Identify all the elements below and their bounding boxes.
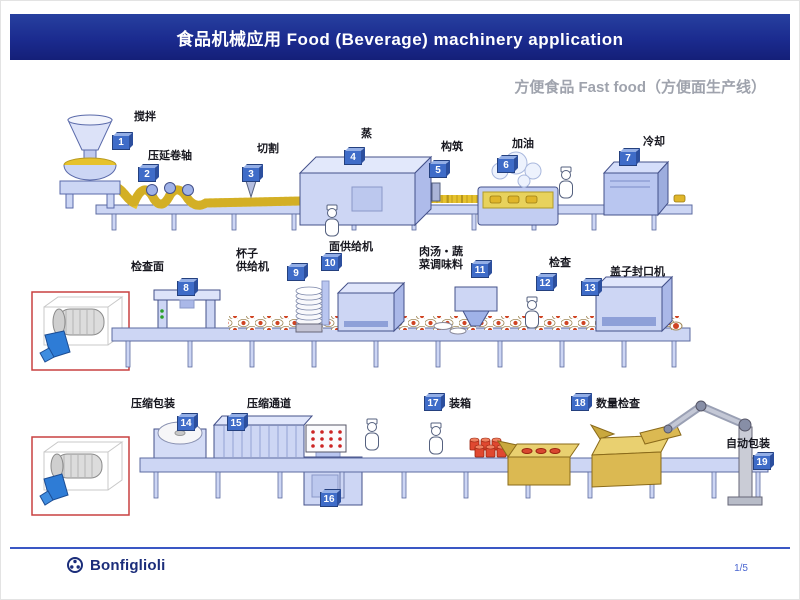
station-badge-10: 10 bbox=[321, 256, 339, 271]
noodle-cake bbox=[673, 194, 686, 203]
fryer-oiling-station bbox=[477, 151, 559, 226]
calender-rollers bbox=[146, 182, 194, 196]
station-badge-4: 4 bbox=[344, 150, 362, 165]
station-label-5: 构筑 bbox=[441, 141, 463, 153]
station-label-18: 数量检查 bbox=[596, 398, 640, 410]
brand-name: Bonfiglioli bbox=[90, 556, 166, 574]
noodle-feeder-machine bbox=[336, 281, 406, 333]
station-badge-7: 7 bbox=[619, 151, 637, 166]
station-label-9: 杯子 供给机 bbox=[236, 248, 269, 273]
station-label-17: 装箱 bbox=[449, 398, 471, 410]
slide-subtitle: 方便食品 Fast food（方便面生产线） bbox=[514, 79, 766, 96]
worker-inspector bbox=[525, 296, 539, 329]
slide-title: 食品机械应用 Food (Beverage) machinery applica… bbox=[176, 29, 624, 49]
station-label-7: 冷却 bbox=[643, 136, 665, 148]
station-badge-9: 9 bbox=[287, 266, 305, 281]
inspection-gantry bbox=[153, 289, 221, 331]
worker-fryer bbox=[559, 166, 573, 199]
control-panel bbox=[305, 424, 347, 462]
mixer-hopper bbox=[59, 114, 121, 209]
station-label-4: 蒸 bbox=[361, 128, 372, 140]
station-badge-12: 12 bbox=[536, 276, 554, 291]
station-badge-16: 16 bbox=[320, 492, 338, 507]
station-badge-5: 5 bbox=[429, 163, 447, 178]
station-badge-6: 6 bbox=[497, 158, 515, 173]
seasoning-dispenser bbox=[433, 286, 498, 335]
page-number: 1/5 bbox=[734, 563, 748, 574]
station-label-1: 搅拌 bbox=[134, 111, 156, 123]
station-badge-17: 17 bbox=[424, 396, 442, 411]
footer-divider bbox=[10, 547, 790, 549]
station-badge-13: 13 bbox=[581, 281, 599, 296]
station-badge-14: 14 bbox=[177, 416, 195, 431]
bonfiglioli-logo: Bonfiglioli bbox=[66, 556, 166, 574]
steamer-machine bbox=[298, 155, 433, 227]
station-label-11: 肉汤・蔬 菜调味料 bbox=[419, 246, 463, 271]
station-badge-19: 19 bbox=[753, 455, 771, 470]
station-badge-15: 15 bbox=[227, 416, 245, 431]
cup-feeder bbox=[295, 280, 330, 333]
station-badge-2: 2 bbox=[138, 167, 156, 182]
conveyor-2 bbox=[111, 327, 691, 368]
carton-open-1 bbox=[496, 440, 580, 486]
robot-arm-packer bbox=[639, 400, 763, 506]
production-line-diagram bbox=[31, 114, 769, 516]
planetary-gear-icon bbox=[67, 557, 83, 573]
station-label-3: 切割 bbox=[257, 143, 279, 155]
station-label-10: 面供给机 bbox=[329, 241, 373, 253]
slide-title-bar: 食品机械应用 Food (Beverage) machinery applica… bbox=[10, 14, 790, 60]
station-badge-8: 8 bbox=[177, 281, 195, 296]
station-label-6: 加油 bbox=[512, 138, 534, 150]
conveyor-3 bbox=[139, 457, 769, 499]
station-label-8: 检查面 bbox=[131, 261, 164, 273]
station-label-19: 自动包装 bbox=[726, 438, 770, 450]
lid-sealer-machine bbox=[594, 275, 674, 333]
red-cup-group bbox=[469, 437, 507, 458]
forming-station bbox=[431, 182, 441, 202]
station-badge-11: 11 bbox=[471, 263, 489, 278]
station-label-14: 压缩包装 bbox=[131, 398, 175, 410]
station-badge-18: 18 bbox=[571, 396, 589, 411]
worker-steamer bbox=[325, 204, 339, 237]
station-badge-1: 1 bbox=[112, 135, 130, 150]
gearmotor-callout-2 bbox=[31, 436, 130, 516]
sealed-cup bbox=[669, 321, 683, 331]
station-badge-3: 3 bbox=[242, 167, 260, 182]
station-label-2: 压延卷轴 bbox=[148, 150, 192, 162]
cooler-machine bbox=[602, 160, 670, 217]
worker-boxing bbox=[429, 422, 443, 455]
noodle-sheet-band bbox=[107, 180, 478, 210]
station-label-15: 压缩通道 bbox=[247, 398, 291, 410]
cutter-blade bbox=[245, 180, 257, 199]
station-label-13: 盖子封口机 bbox=[610, 266, 665, 278]
station-label-12: 检查 bbox=[549, 257, 571, 269]
worker-panel bbox=[365, 418, 379, 451]
